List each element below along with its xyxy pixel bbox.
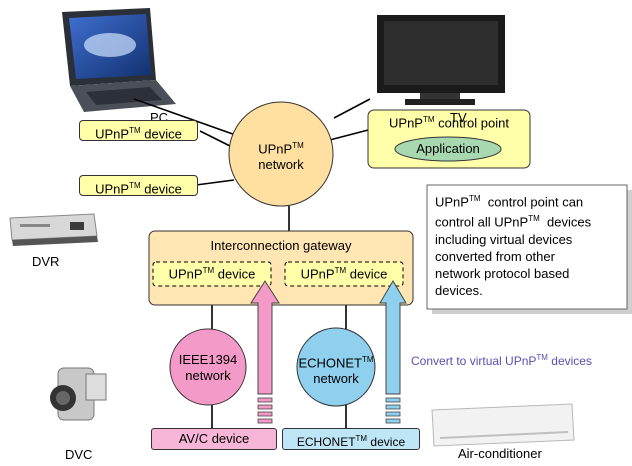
echonet-device-tm: TM <box>355 434 368 443</box>
gateway-virtual-device-2-box <box>284 261 404 287</box>
air-conditioner-label: Air-conditioner <box>458 446 542 461</box>
control-point-tm: TM <box>422 115 435 124</box>
upnp-network-main: UPnP <box>258 141 293 157</box>
convert-note-tm: TM <box>536 353 548 362</box>
convert-note-main: Convert to virtual UPnP <box>411 354 537 368</box>
ieee-line1: IEEE1394 <box>178 352 238 367</box>
application-ellipse <box>394 136 502 162</box>
ieee1394-network-circle <box>169 328 247 406</box>
info-line-4: converted from other <box>435 248 555 264</box>
echonet-network-label: ECHONETTM network <box>296 352 376 387</box>
blue-convert-arrow <box>379 280 407 424</box>
dvc-label: DVC <box>65 447 93 462</box>
air-conditioner-icon <box>431 403 575 447</box>
camcorder-icon <box>50 367 107 421</box>
upnp-device-box-1: UPnPTM device <box>79 120 198 141</box>
echonet-network-tm: TM <box>362 355 374 364</box>
ieee-line2: network <box>185 368 231 383</box>
upnp-network-label: UPnPTM network <box>229 138 333 173</box>
ieee1394-network-label: IEEE1394 network <box>170 352 246 384</box>
info-box <box>426 184 628 310</box>
info-line2-suffix: devices <box>539 214 592 230</box>
gateway-virtual-device-2: UPnPTM device <box>285 266 403 281</box>
upnp-device-1-main: UPnP <box>95 126 130 142</box>
info-line1-suffix: control point can <box>480 194 584 210</box>
info-box-text: UPnPTM control point can control all UPn… <box>435 190 623 299</box>
upnp-device-2-tm: TM <box>129 181 141 190</box>
upnp-device-1-suffix: device <box>140 126 182 142</box>
avc-device-box: AV/C device <box>151 428 277 450</box>
info-line1-main: UPnP <box>435 194 469 210</box>
info-line-2: control all UPnPTM devices <box>435 210 623 230</box>
info-line-6: devices. <box>435 282 483 298</box>
upnp-device-2-main: UPnP <box>95 181 130 197</box>
convert-note: Convert to virtual UPnPTM devices <box>411 353 592 368</box>
info-line-3: including virtual devices <box>435 231 573 247</box>
pink-convert-arrow <box>250 280 280 424</box>
laptop-icon <box>62 8 176 112</box>
gw-vd2-suffix: device <box>346 266 388 282</box>
info-line-1: UPnPTM control point can <box>435 190 623 210</box>
info-line2-main: control all UPnP <box>435 214 529 230</box>
gateway-title: Interconnection gateway <box>210 238 352 253</box>
info-line-5: network protocol based <box>435 265 570 281</box>
upnp-network-tm: TM <box>292 141 304 150</box>
gw-vd1-suffix: device <box>214 266 256 282</box>
dvr-label: DVR <box>32 254 60 269</box>
upnp-device-box-2: UPnPTM device <box>79 175 198 196</box>
gw-vd1-tm: TM <box>202 266 215 275</box>
echonet-network-line2: network <box>313 371 359 387</box>
connection-lines <box>133 98 373 428</box>
echonet-network-circle <box>296 327 376 407</box>
control-point-suffix: control point <box>434 115 509 131</box>
upnp-network-line2: network <box>258 157 304 173</box>
gw-vd2-main: UPnP <box>300 266 335 282</box>
tv-label: TV <box>450 110 467 125</box>
upnp-device-1-tm: TM <box>129 126 141 135</box>
echonet-network-main: ECHONET <box>298 355 362 371</box>
gateway-virtual-device-1: UPnPTM device <box>153 266 271 281</box>
echonet-device-box: ECHONETTM device <box>282 428 420 450</box>
upnp-network-circle <box>228 101 334 207</box>
convert-note-suffix: devices <box>547 354 592 368</box>
info-line1-tm: TM <box>468 194 481 203</box>
dvr-icon <box>9 213 98 246</box>
tv-icon <box>377 15 505 105</box>
gw-vd1-main: UPnP <box>168 266 203 282</box>
gateway-virtual-device-1-box <box>152 261 272 287</box>
upnp-device-2-suffix: device <box>140 181 182 197</box>
gw-vd2-tm: TM <box>334 266 347 275</box>
echonet-device-suffix: device <box>367 435 406 449</box>
application-label: Application <box>416 141 480 156</box>
control-point-label: UPnPTM control point <box>368 115 530 130</box>
info-line2-tm: TM <box>528 214 540 224</box>
control-point-main: UPnP <box>389 115 423 131</box>
echonet-device-main: ECHONET <box>296 435 356 449</box>
